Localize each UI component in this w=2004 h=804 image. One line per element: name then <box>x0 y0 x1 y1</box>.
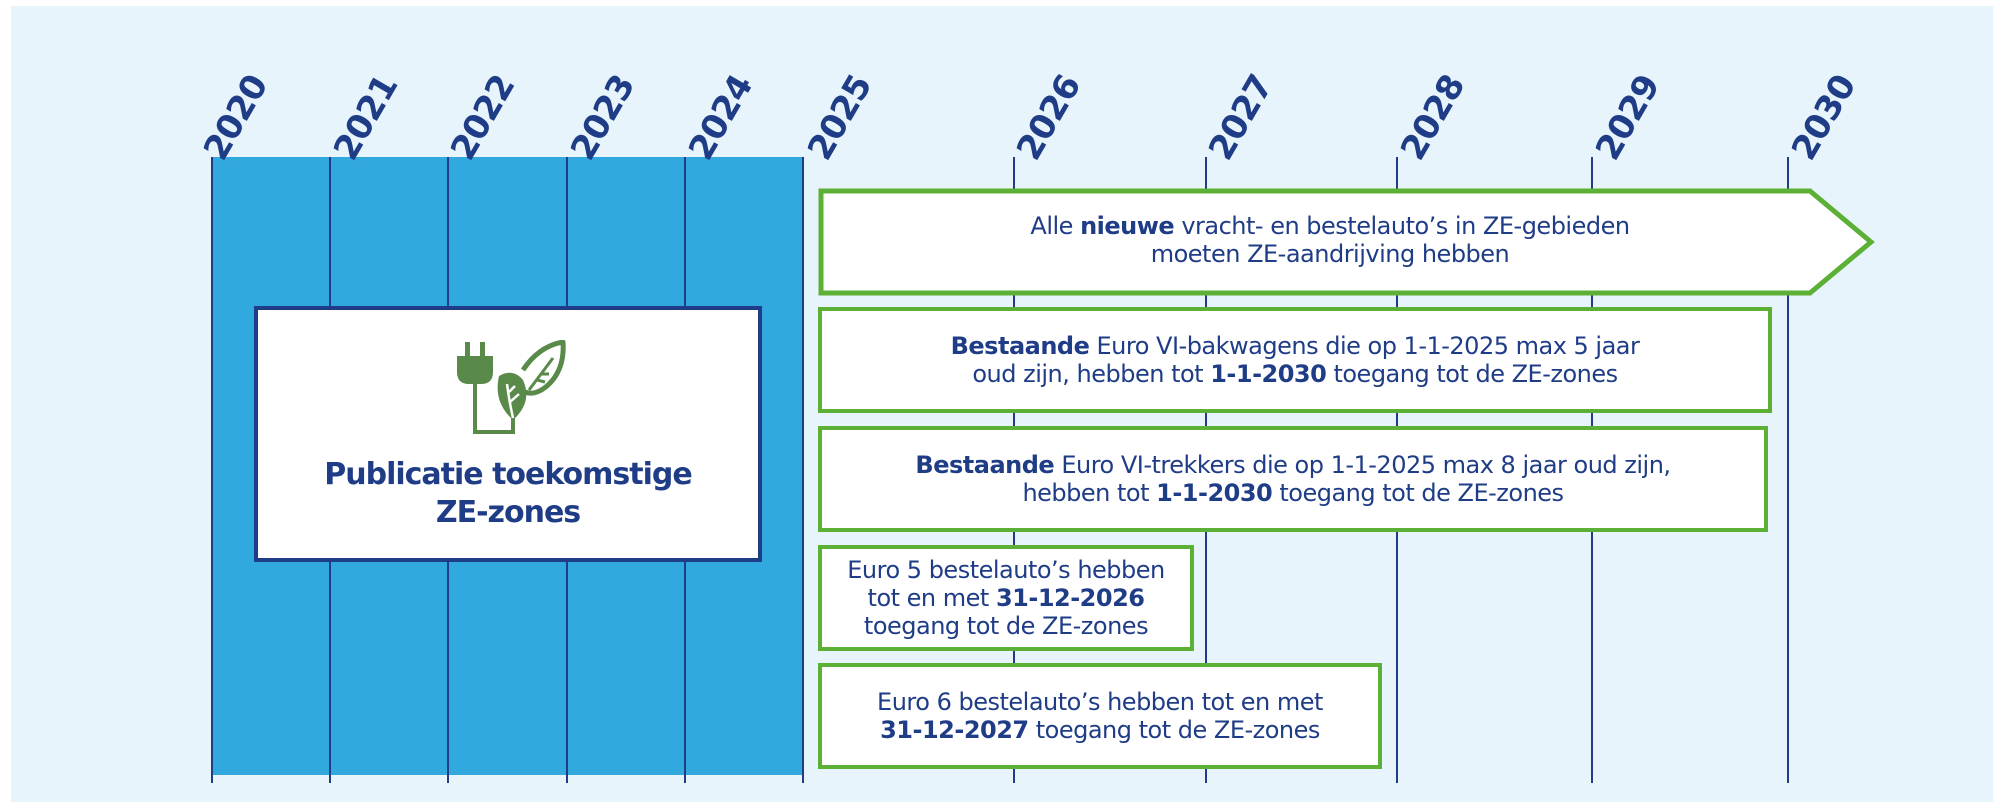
year-line-2030 <box>1787 157 1789 783</box>
bold-segment: nieuwe <box>1080 212 1175 240</box>
new-vehicles-arrow <box>818 188 1875 296</box>
new-vehicles-text: Alle nieuwe vracht- en bestelauto’s in Z… <box>830 212 1830 268</box>
bakwagens-rule-box: Bestaande Euro VI-bakwagens die op 1-1-2… <box>818 307 1772 413</box>
euro6-rule-box: Euro 6 bestelauto’s hebben tot en met 31… <box>818 663 1382 769</box>
text-segment: toegang tot de ZE-zones <box>1028 716 1321 744</box>
new-vehicles-line2: moeten ZE-aandrijving hebben <box>1150 240 1510 268</box>
bold-segment: 1-1-2030 <box>1210 360 1327 388</box>
text-segment: oud zijn, hebben tot <box>972 360 1211 388</box>
text-segment: vracht- en bestelauto’s in ZE-gebieden <box>1174 212 1630 240</box>
text-segment: Alle <box>1030 212 1081 240</box>
text-segment: toegang tot de ZE-zones <box>1272 479 1564 507</box>
bold-segment: 1-1-2030 <box>1156 479 1273 507</box>
text-segment: tot en met <box>867 584 996 612</box>
publication-title-line1: Publicatie toekomstige <box>324 457 692 492</box>
euro5-line1: Euro 5 bestelauto’s hebben <box>847 556 1165 584</box>
bakwagens-line1: Bestaande Euro VI-bakwagens die op 1-1-2… <box>822 332 1768 360</box>
trekkers-line2: hebben tot 1-1-2030 toegang tot de ZE-zo… <box>822 479 1764 507</box>
bold-segment: Bestaande <box>915 451 1055 479</box>
text-segment: Euro VI-bakwagens die op 1-1-2025 max 5 … <box>1089 332 1640 360</box>
year-line-2025 <box>802 157 804 783</box>
year-line-2020 <box>211 157 213 783</box>
euro6-line1: Euro 6 bestelauto’s hebben tot en met <box>877 688 1323 716</box>
publication-title-line2: ZE-zones <box>435 495 581 530</box>
bold-segment: 31-12-2027 <box>880 716 1029 744</box>
text-segment: Euro VI-trekkers die op 1-1-2025 max 8 j… <box>1054 451 1671 479</box>
bold-segment: Bestaande <box>950 332 1090 360</box>
euro5-rule-box: Euro 5 bestelauto’s hebben tot en met 31… <box>818 545 1194 651</box>
trekkers-line1: Bestaande Euro VI-trekkers die op 1-1-20… <box>822 451 1764 479</box>
plug-leaves-icon <box>457 340 566 434</box>
euro6-line2: 31-12-2027 toegang tot de ZE-zones <box>822 716 1378 744</box>
publication-title: Publicatie toekomstige ZE-zones <box>258 456 758 532</box>
euro5-line2: tot en met 31-12-2026 <box>822 584 1190 612</box>
text-segment: hebben tot <box>1022 479 1157 507</box>
publication-box: Publicatie toekomstige ZE-zones <box>254 306 762 562</box>
bold-segment: 31-12-2026 <box>995 584 1145 612</box>
trekkers-rule-box: Bestaande Euro VI-trekkers die op 1-1-20… <box>818 426 1768 532</box>
new-vehicles-line1: Alle nieuwe vracht- en bestelauto’s in Z… <box>830 212 1830 240</box>
text-segment: toegang tot de ZE-zones <box>1326 360 1618 388</box>
euro5-line3: toegang tot de ZE-zones <box>863 612 1149 640</box>
bakwagens-line2: oud zijn, hebben tot 1-1-2030 toegang to… <box>822 360 1768 388</box>
